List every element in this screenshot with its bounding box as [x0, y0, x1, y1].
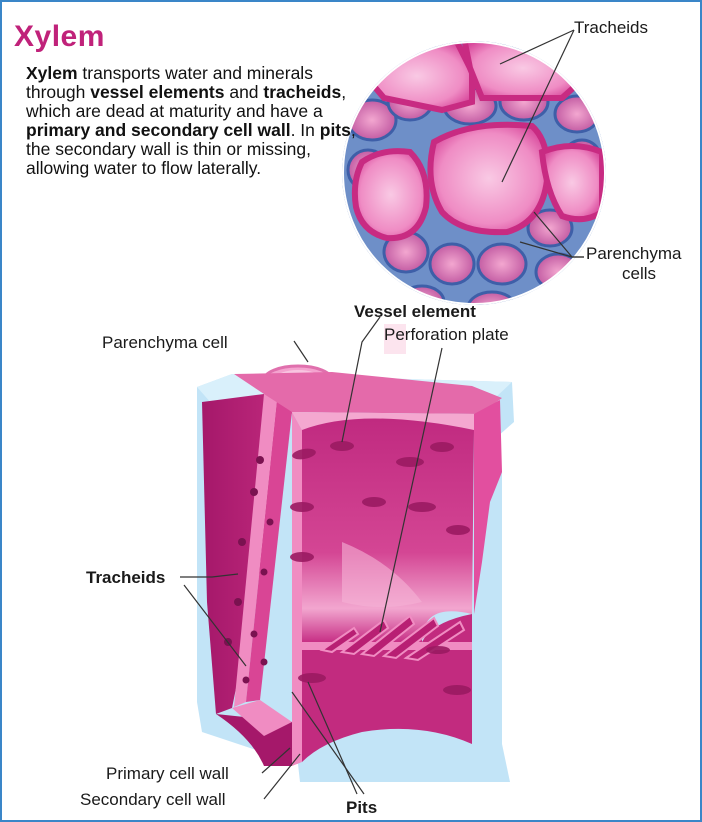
intro-bold-term: tracheids [263, 82, 341, 102]
label-parenchyma-cell: Parenchyma cell [102, 333, 228, 353]
label-micrograph-tracheids: Tracheids [574, 18, 648, 38]
intro-text: and [224, 82, 263, 102]
label-primary-cell-wall: Primary cell wall [106, 764, 229, 784]
intro-text: . In [291, 120, 320, 140]
xylem-block [197, 366, 514, 782]
label-tracheids: Tracheids [86, 568, 165, 588]
intro-bold-term: Xylem [26, 63, 78, 83]
intro-bold-term: pits [320, 120, 351, 140]
page-title: Xylem [14, 20, 105, 54]
intro-paragraph: Xylem transports water and minerals thro… [26, 64, 366, 178]
intro-bold-term: primary and secondary cell wall [26, 120, 291, 140]
label-perforation-plate: Perforation plate [384, 325, 509, 345]
label-secondary-cell-wall: Secondary cell wall [80, 790, 226, 810]
label-micrograph-parenchyma-1: Parenchyma [586, 244, 681, 264]
intro-bold-term: vessel elements [90, 82, 224, 102]
label-micrograph-parenchyma-2: cells [622, 264, 656, 284]
label-pits: Pits [346, 798, 377, 818]
micrograph [332, 32, 622, 324]
label-vessel-element: Vessel element [354, 302, 476, 322]
